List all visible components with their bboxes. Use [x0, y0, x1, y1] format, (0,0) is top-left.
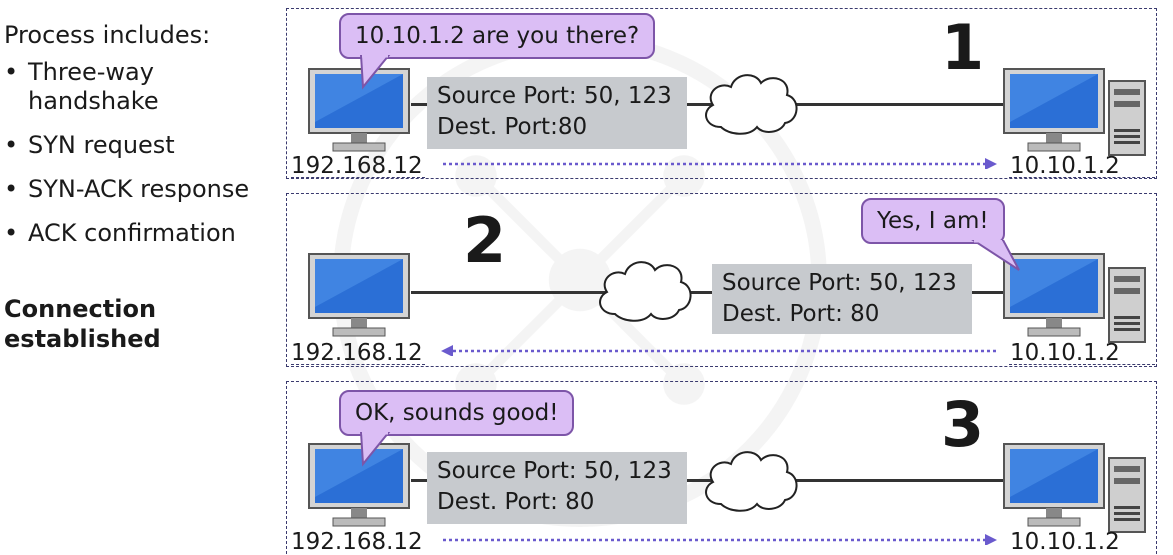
ip-underline — [291, 364, 425, 365]
dest-port-text: Dest. Port:80 — [437, 114, 588, 140]
bullet-item: • Three-way handshake — [4, 58, 279, 116]
desktop-computer-icon — [1003, 443, 1105, 527]
step-number: 2 — [463, 204, 507, 277]
speech-bubble-tail — [359, 55, 391, 90]
source-port-text: Source Port: 50, 123 — [722, 270, 957, 296]
flow-arrow-right — [443, 158, 997, 169]
speech-bubble-tail — [971, 240, 1020, 271]
bullet-dot: • — [4, 58, 19, 86]
step-number: 3 — [941, 388, 985, 461]
speech-bubble: OK, sounds good! — [339, 390, 575, 436]
ip-underline — [1009, 364, 1155, 365]
server-ip-label: 10.10.1.2 — [1010, 153, 1120, 179]
flow-arrow-left — [441, 345, 999, 356]
port-info-box: Source Port: 50, 123 Dest. Port: 80 — [712, 264, 972, 334]
source-port-text: Source Port: 50, 123 — [437, 83, 672, 109]
desktop-computer-icon — [308, 68, 410, 152]
step-2-panel: Source Port: 50, 123 Dest. Port: 80 Yes,… — [286, 193, 1157, 367]
bullet-text: SYN-ACK response — [28, 175, 250, 203]
step-1-panel: Source Port: 50, 123 Dest. Port:80 10.10… — [286, 8, 1157, 179]
client-ip-label: 192.168.12 — [291, 529, 423, 555]
desktop-computer-icon — [1003, 68, 1105, 152]
network-cloud-icon — [705, 74, 798, 135]
bullet-dot: • — [4, 175, 19, 203]
source-port-text: Source Port: 50, 123 — [437, 458, 672, 484]
port-info-box: Source Port: 50, 123 Dest. Port:80 — [427, 77, 687, 149]
left-panel: Process includes: • Three-way handshake •… — [4, 18, 279, 354]
process-intro: Process includes: — [4, 21, 211, 49]
network-cloud-icon — [705, 451, 798, 512]
ip-underline — [291, 177, 425, 178]
connection-established-label: Connection established — [4, 295, 161, 353]
bullet-dot: • — [4, 131, 19, 159]
client-ip-label: 192.168.12 — [291, 153, 423, 179]
bullet-item: • SYN request — [4, 131, 279, 160]
server-ip-label: 10.10.1.2 — [1010, 529, 1120, 555]
network-cloud-icon — [599, 261, 692, 322]
network-link-line — [411, 291, 1005, 294]
bullet-item: • ACK confirmation — [4, 219, 279, 248]
bullet-text: ACK confirmation — [28, 219, 236, 247]
ip-underline — [1009, 177, 1155, 178]
bullet-item: • SYN-ACK response — [4, 175, 279, 204]
dest-port-text: Dest. Port: 80 — [437, 489, 595, 515]
flow-arrow-right — [443, 534, 997, 545]
server-tower-icon — [1108, 80, 1146, 156]
network-link-line — [411, 103, 1005, 106]
server-ip-label: 10.10.1.2 — [1010, 340, 1120, 366]
dest-port-text: Dest. Port: 80 — [722, 301, 880, 327]
client-ip-label: 192.168.12 — [291, 340, 423, 366]
network-link-line — [411, 479, 1005, 482]
bullet-text: Three-way handshake — [28, 58, 159, 115]
bullet-text: SYN request — [28, 131, 175, 159]
port-info-box: Source Port: 50, 123 Dest. Port: 80 — [427, 452, 687, 524]
step-number: 1 — [941, 11, 985, 84]
desktop-computer-icon — [308, 443, 410, 527]
desktop-computer-icon — [1003, 253, 1105, 337]
speech-bubble: Yes, I am! — [861, 198, 1005, 244]
speech-bubble-tail — [359, 432, 391, 467]
server-tower-icon — [1108, 457, 1146, 533]
step-3-panel: Source Port: 50, 123 Dest. Port: 80 OK, … — [286, 381, 1157, 555]
bullet-dot: • — [4, 219, 19, 247]
process-bullet-list: • Three-way handshake • SYN request • SYN-A… — [4, 58, 279, 248]
speech-bubble: 10.10.1.2 are you there? — [339, 13, 656, 59]
desktop-computer-icon — [308, 253, 410, 337]
server-tower-icon — [1108, 267, 1146, 343]
